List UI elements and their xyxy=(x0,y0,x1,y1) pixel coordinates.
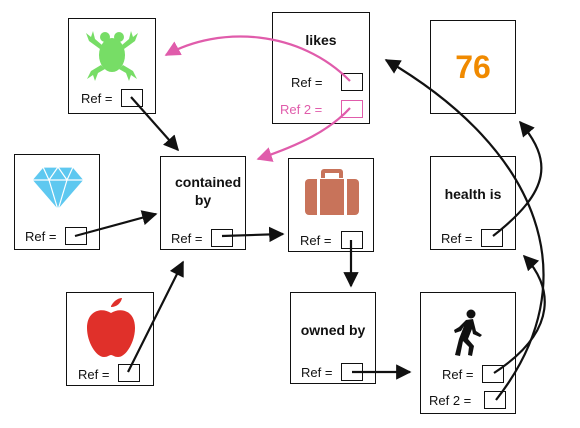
walking-person-icon xyxy=(454,309,482,356)
contained-by-ref-label: Ref = xyxy=(171,231,203,246)
owned-by-ref-label: Ref = xyxy=(301,365,333,380)
health-value: 76 xyxy=(455,49,491,85)
frog-node[interactable]: Ref = xyxy=(68,18,156,114)
contained-by-node[interactable]: contained by Ref = xyxy=(160,156,246,250)
suitcase-icon xyxy=(305,169,359,215)
frog-icon xyxy=(86,31,138,81)
diamond-ref-slot[interactable] xyxy=(65,227,87,245)
owned-by-ref-slot[interactable] xyxy=(341,363,363,381)
owned-by-node[interactable]: owned by Ref = xyxy=(290,292,376,384)
walker-ref2-slot[interactable] xyxy=(484,391,506,409)
apple-node[interactable]: Ref = xyxy=(66,292,154,386)
walker-ref-slot[interactable] xyxy=(482,365,504,383)
health-is-ref-label: Ref = xyxy=(441,231,473,246)
likes-ref-label: Ref = xyxy=(291,75,323,90)
health-is-ref-slot[interactable] xyxy=(481,229,503,247)
likes-ref2-slot[interactable] xyxy=(341,100,363,118)
likes-title: likes xyxy=(305,32,337,48)
health-is-node[interactable]: health is Ref = xyxy=(430,156,516,250)
likes-ref-slot[interactable] xyxy=(341,73,363,91)
health-is-title: health is xyxy=(444,186,502,202)
diamond-node[interactable]: Ref = xyxy=(14,154,100,250)
suitcase-node[interactable]: Ref = xyxy=(288,158,374,252)
apple-icon xyxy=(87,298,135,357)
diamond-ref-label: Ref = xyxy=(25,229,57,244)
suitcase-ref-label: Ref = xyxy=(300,233,332,248)
walker-node[interactable]: Ref = Ref 2 = xyxy=(420,292,516,414)
apple-ref-label: Ref = xyxy=(78,367,110,382)
walker-ref-label: Ref = xyxy=(442,367,474,382)
walker-ref2-label: Ref 2 = xyxy=(429,393,472,408)
diamond-icon xyxy=(31,166,85,211)
health-value-node: 76 xyxy=(430,20,516,114)
suitcase-ref-slot[interactable] xyxy=(341,231,363,249)
contained-by-ref-slot[interactable] xyxy=(211,229,233,247)
frog-ref-slot[interactable] xyxy=(121,89,143,107)
frog-ref-label: Ref = xyxy=(81,91,113,106)
apple-ref-slot[interactable] xyxy=(118,364,140,382)
contained-by-title: contained by xyxy=(175,174,242,208)
likes-node[interactable]: likes Ref = Ref 2 = xyxy=(272,12,370,124)
owned-by-title: owned by xyxy=(300,322,366,338)
likes-ref2-label: Ref 2 = xyxy=(280,102,323,117)
